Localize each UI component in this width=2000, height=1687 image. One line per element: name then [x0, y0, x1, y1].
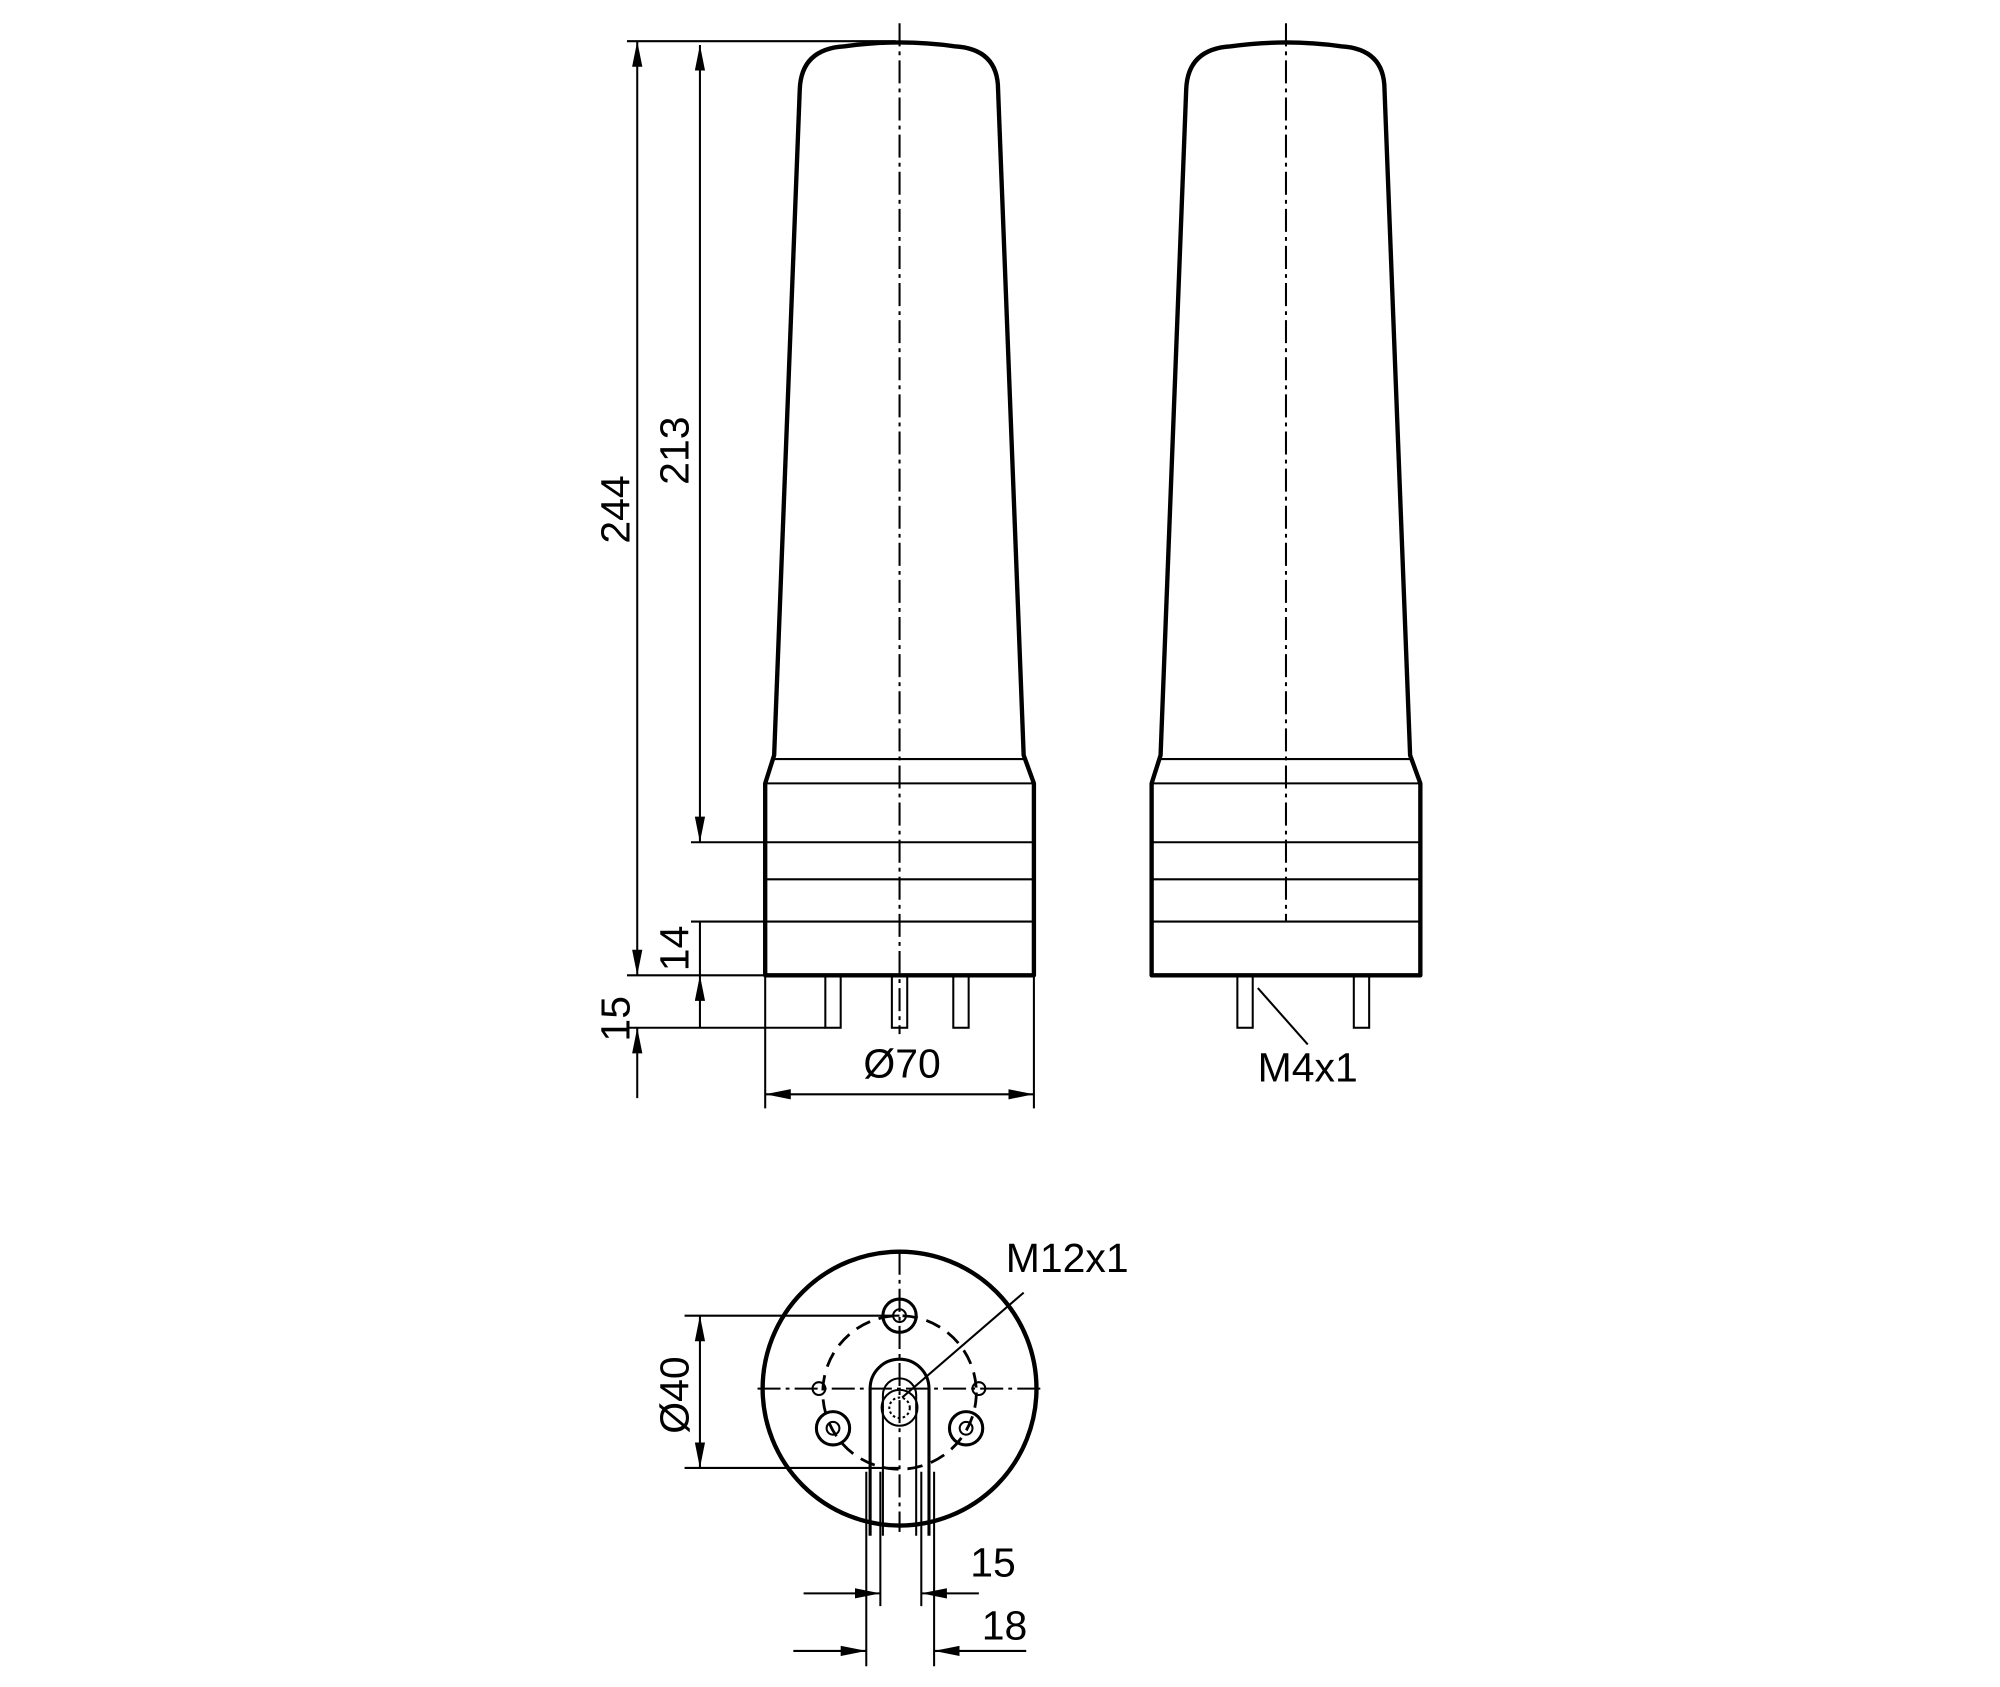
bottom-view: M12x1 Ø40 15 18: [651, 1235, 1129, 1667]
pin-length-label: 15: [593, 996, 639, 1042]
connector-icon: [880, 1388, 919, 1427]
side-view-rotated: M4x1: [1149, 23, 1423, 1091]
dome-outline: [763, 40, 1037, 978]
pin-thread-label: M4x1: [1258, 1045, 1358, 1091]
bolt-circle-label: Ø40: [651, 1356, 697, 1433]
height-dimensions: 244 213 14 15: [593, 40, 896, 1099]
diameter-dimension: Ø70: [764, 975, 1035, 1109]
slot-inner-label: 15: [970, 1540, 1016, 1586]
side-view-front: [763, 23, 1037, 1035]
slot-outer-label: 18: [982, 1602, 1028, 1648]
mounting-holes: [811, 1297, 987, 1447]
base-band-label: 14: [651, 926, 697, 972]
diameter-label: Ø70: [863, 1041, 940, 1087]
pins: [824, 974, 970, 1029]
connector-thread-label: M12x1: [1006, 1235, 1129, 1281]
total-height-label: 244: [593, 475, 639, 543]
dome-height-label: 213: [651, 417, 697, 485]
